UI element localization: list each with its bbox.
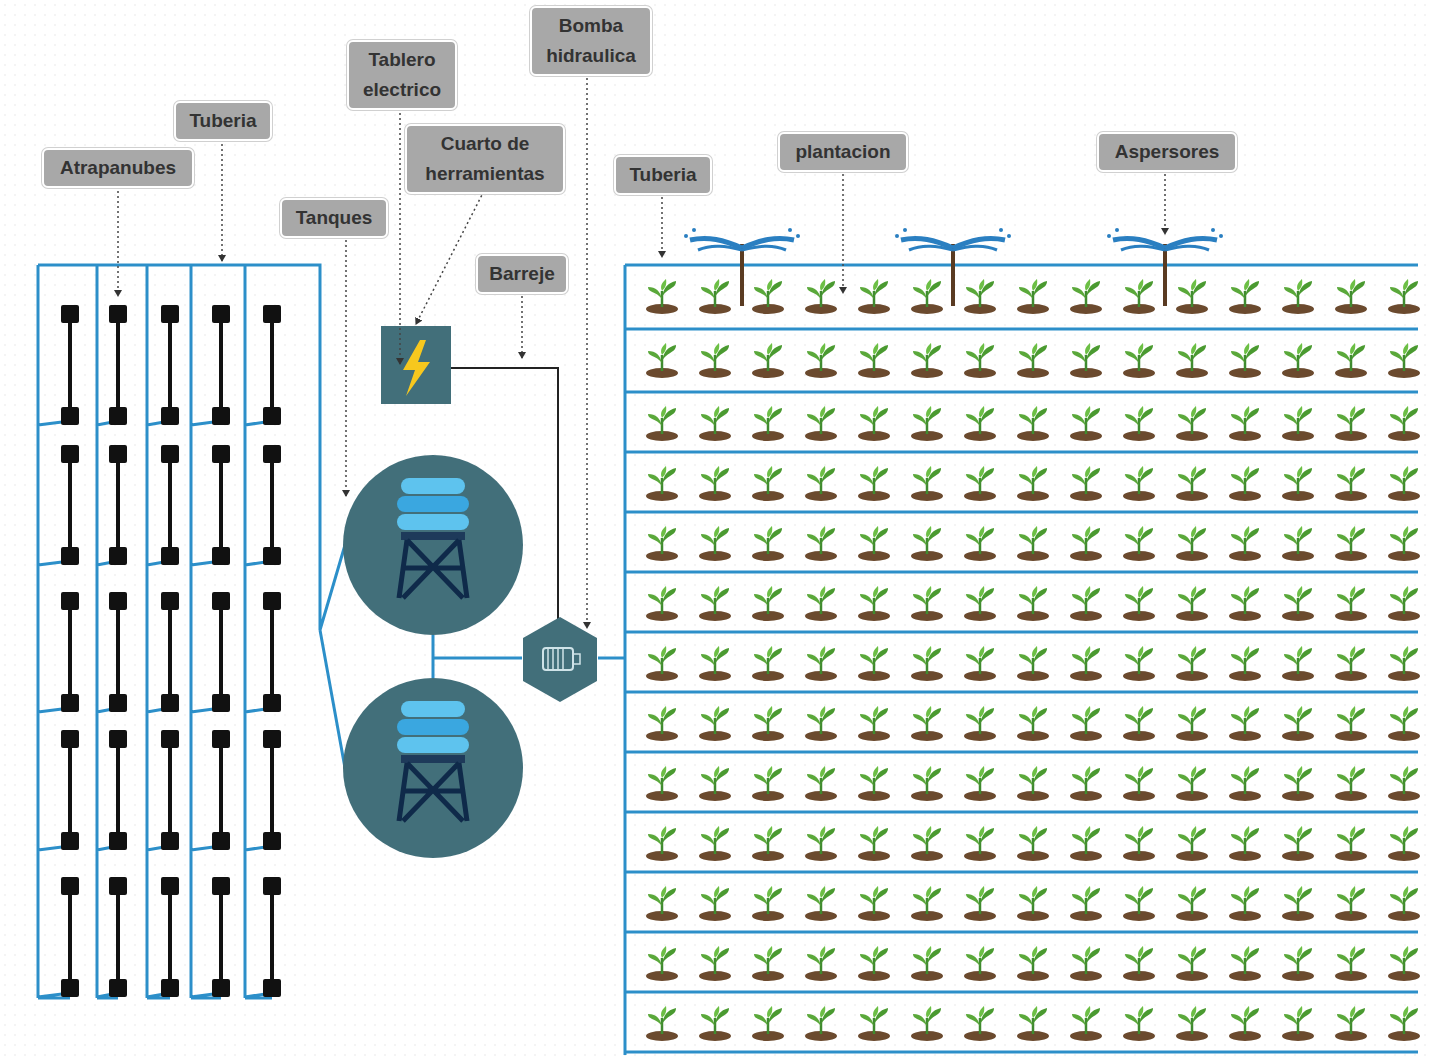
callout-text: Tuberia (629, 160, 696, 190)
callout-label: Tuberia (614, 155, 712, 195)
leader-lines (118, 73, 1165, 628)
callout-text: Tanques (296, 203, 373, 233)
callout-label: Atrapanubes (42, 148, 194, 188)
electric-panel (381, 326, 451, 404)
callout-text: Tuberia (189, 106, 256, 136)
tank (343, 678, 523, 858)
callout-text: Aspersores (1115, 137, 1220, 167)
callout-label: Cuarto de herramientas (405, 124, 565, 194)
fog-catchers (61, 305, 281, 997)
callout-label: Tablero electrico (347, 40, 457, 110)
callout-text: Barreje (489, 259, 555, 289)
fog-pipe (38, 265, 345, 998)
callout-text: Bomba hidraulica (538, 11, 644, 71)
callout-text: Atrapanubes (60, 153, 176, 183)
callout-text: plantacion (795, 137, 890, 167)
callout-label: Tanques (280, 198, 388, 238)
plantation (646, 279, 1420, 1041)
callout-label: Barreje (476, 254, 568, 294)
callout-label: plantacion (778, 132, 908, 172)
callout-label: Bomba hidraulica (530, 6, 652, 76)
callout-label: Tuberia (174, 101, 272, 141)
pump (523, 617, 597, 702)
field-pipe (625, 265, 1418, 1055)
callout-label: Aspersores (1097, 132, 1237, 172)
callout-text: Cuarto de herramientas (413, 129, 557, 189)
callout-text: Tablero electrico (355, 45, 449, 105)
tank (343, 455, 523, 635)
wire (451, 368, 558, 620)
